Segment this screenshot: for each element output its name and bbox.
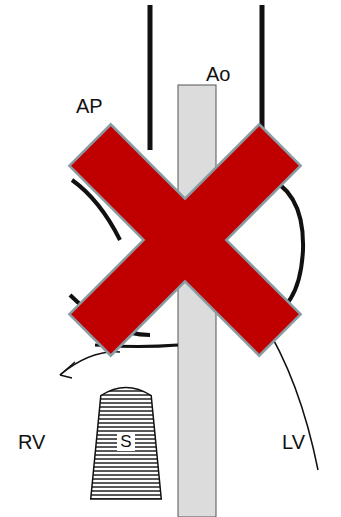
chamber-label: RV — [18, 432, 45, 452]
chamber-label: LV — [282, 432, 305, 452]
cross-mark — [0, 52, 341, 428]
septum-block: S — [84, 384, 168, 500]
vessel-label: AP — [76, 96, 103, 116]
block-label: S — [117, 433, 134, 452]
vessel-wall — [148, 5, 153, 150]
vessel-label: Ao — [206, 64, 230, 84]
